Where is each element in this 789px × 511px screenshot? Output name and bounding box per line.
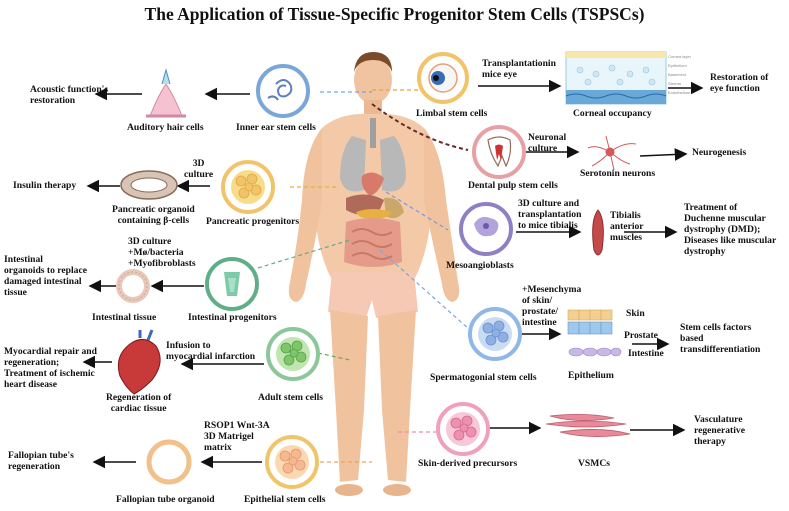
inner-ear-icon	[256, 64, 310, 118]
intestinal-tissue-label: Intestinal tissue	[92, 312, 157, 323]
culture-mo-label: 3D culture +Mø/bacteria +Myofibroblasts	[128, 236, 196, 269]
fallopian-organoid-illustration	[146, 439, 192, 485]
flow-arrows	[82, 79, 704, 469]
neurogenesis-label: Neurogenesis	[692, 147, 747, 158]
dental-pulp-label: Dental pulp stem cells	[468, 180, 558, 191]
restoration-eye-label: Restoration of eye function	[710, 72, 769, 94]
transplant-eye-label: Transplantationin mice eye	[482, 58, 556, 80]
auditory-hair-cells-label: Auditory hair cells	[127, 122, 204, 133]
epithelial-stem-cells-label: Epithelial stem cells	[244, 494, 326, 505]
auditory-hair-cells-illustration	[146, 68, 186, 118]
cornea-tissue-illustration	[565, 51, 667, 105]
culture-tibialis-label: 3D culture and transplantation to mice t…	[518, 198, 582, 231]
insulin-therapy-label: Insulin therapy	[13, 180, 77, 191]
acoustic-label: Acoustic function's restoration	[30, 84, 109, 106]
dental-pulp-icon	[472, 125, 526, 179]
rsop-label: RSOP1 Wnt-3A 3D Matrigel matrix	[204, 420, 270, 453]
epithelial-stem-cell-icon	[265, 435, 319, 489]
adult-stem-cells-label: Adult stem cells	[258, 392, 324, 403]
myocardial-label: Myocardial repair and regeneration; Trea…	[4, 346, 97, 390]
tibialis-label: Tibialis anterior muscles	[610, 210, 644, 243]
limbal-stem-cells-label: Limbal stem cells	[416, 108, 488, 119]
corneal-occupancy-label: Corneal occupancy	[573, 108, 652, 119]
skin-label: Skin	[626, 308, 645, 319]
neuronal-culture-label: Neuronal culture	[528, 132, 567, 154]
cornea-tag: Basement	[668, 72, 687, 77]
cornea-tag: Endothelium	[668, 90, 691, 95]
intestinal-progenitors-label: Intestinal progenitors	[188, 312, 277, 323]
serotonin-neuron-illustration	[587, 135, 637, 171]
mesoangioblasts-label: Mesoangioblasts	[446, 260, 514, 271]
limbal-stem-cell-icon	[417, 52, 469, 104]
skin-derived-label: Skin-derived precursors	[418, 458, 518, 469]
heart-illustration	[117, 329, 161, 395]
cornea-tag: Epithelium	[668, 63, 687, 68]
cornea-tag: Cornea layer	[668, 54, 691, 59]
tibialis-muscle-illustration	[592, 209, 604, 256]
vasculature-label: Vasculature regenerative therapy	[694, 414, 745, 447]
pancreatic-organoid-label: Pancreatic organoid containing β-cells	[112, 204, 195, 226]
inner-ear-label: Inner ear stem cells	[236, 122, 316, 133]
cornea-layer-tags: Cornea layer Epithelium Basement Stroma …	[668, 52, 691, 97]
3d-culture-label: 3D culture	[184, 158, 214, 180]
infusion-label: Infusion to myocardial infarction	[166, 340, 256, 362]
vsmc-illustration	[545, 414, 631, 437]
epithelium-layers-illustration	[567, 309, 622, 357]
pancreatic-organoid-illustration	[120, 170, 178, 200]
intestine-label: Intestine	[628, 348, 664, 359]
page-title: The Application of Tissue-Specific Proge…	[144, 4, 645, 24]
pancreatic-progenitors-icon	[221, 160, 275, 214]
stem-factors-label: Stem cells factors based transdifferenti…	[680, 322, 761, 355]
vsmcs-label: VSMCs	[578, 458, 610, 469]
fallopian-organoid-label: Fallopian tube organoid	[116, 494, 215, 505]
prostate-label: Prostate	[624, 330, 658, 341]
intestinal-progenitors-icon	[205, 257, 259, 311]
fallopian-regeneration-label: Fallopian tube's regeneration	[8, 450, 74, 472]
spermatogonial-icon	[468, 307, 522, 361]
cornea-tag: Stroma	[668, 81, 681, 86]
intestinal-tissue-illustration	[116, 269, 150, 303]
serotonin-label: Serotonin neurons	[580, 168, 656, 179]
pancreatic-progenitors-label: Pancreatic progenitors	[206, 216, 300, 227]
mesenchyma-label: +Mesenchyma of skin/ prostate/ intestine	[522, 284, 582, 328]
human-body	[288, 52, 460, 496]
adult-stem-cell-icon	[266, 327, 320, 381]
mesoangioblast-icon	[459, 202, 513, 256]
spermatogonial-label: Spermatogonial stem cells	[430, 372, 537, 383]
dmd-treatment-label: Treatment of Duchenne muscular dystrophy…	[684, 202, 777, 257]
skin-derived-precursor-icon	[436, 402, 490, 456]
intestinal-organoids-label: Intestinal organoids to replace damaged …	[4, 254, 87, 298]
regeneration-cardiac-label: Regeneration of cardiac tissue	[106, 392, 172, 414]
epithelium-label: Epithelium	[568, 370, 614, 381]
connector-lines	[257, 89, 471, 463]
